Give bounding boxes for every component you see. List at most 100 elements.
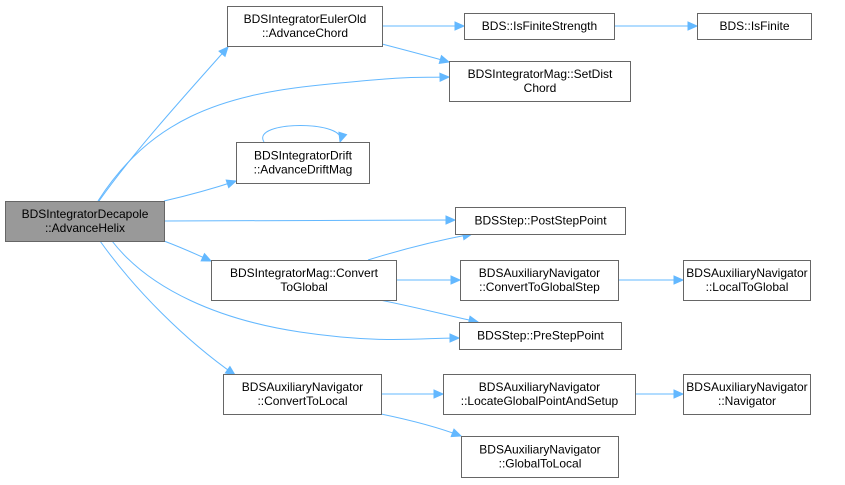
arrowhead [200,252,213,262]
node-label-line: BDSAuxiliaryNavigator [479,443,600,457]
nodes-layer: BDSIntegratorDecapole::AdvanceHelixBDSIn… [5,6,812,478]
node-auxconverttoglobalstep[interactable]: BDSAuxiliaryNavigator::ConvertToGlobalSt… [460,260,619,301]
node-box [683,374,811,415]
edge-drift-to-drift [262,125,348,144]
edge-eulerold-to-isfinitestrength [382,21,466,31]
node-label-line: BDSAuxiliaryNavigator [686,380,807,394]
node-label-line: ::GlobalToLocal [499,457,582,471]
arrowhead [218,46,229,58]
node-label-line: BDSAuxiliaryNavigator [686,266,807,280]
node-label-line: BDS::IsFinite [719,19,789,33]
node-poststep[interactable]: BDSStep::PostStepPoint [455,207,626,235]
node-box [464,13,615,40]
arrowhead [450,428,463,438]
node-label-line: BDSIntegratorDrift [254,149,353,163]
edge-line [262,125,341,143]
arrowhead [338,131,348,144]
edge-line [111,240,460,340]
node-label-line: BDSStep::PreStepPoint [477,329,604,343]
edge-line [97,76,450,202]
node-box [236,142,370,184]
arrowhead [445,215,457,225]
edge-line [379,299,479,323]
node-label-line: BDSStep::PostStepPoint [474,214,607,228]
node-label-line: BDSIntegratorMag::Convert [230,266,379,280]
arrowhead [439,72,451,82]
node-label-line: ::LocalToGlobal [706,280,789,294]
node-label-line: ::AdvanceChord [262,26,348,40]
edge-line [163,180,237,202]
edge-decapole-to-drift [163,179,238,202]
node-label-line: ToGlobal [280,280,327,294]
edges-layer [97,21,699,438]
node-auxglobaltolocal[interactable]: BDSAuxiliaryNavigator::GlobalToLocal [461,436,619,478]
node-isfinitestrength[interactable]: BDS::IsFiniteStrength [464,13,615,40]
edge-decapole-to-converttoglobal [163,240,213,262]
node-label-line: ::LocateGlobalPointAndSetup [461,394,619,408]
node-box [223,374,382,415]
edge-auxconverttoglobalstep-to-auxlocaltoglobal [618,275,685,285]
node-box [5,201,165,242]
arrowhead [673,275,685,285]
node-isfinite[interactable]: BDS::IsFinite [697,13,812,40]
edge-line [98,46,229,202]
edge-line [367,233,473,261]
edge-converttoglobal-to-poststep [367,231,474,261]
node-auxconverttolocal[interactable]: BDSAuxiliaryNavigator::ConvertToLocal [223,374,382,415]
node-box [697,13,812,40]
edge-line [380,413,462,437]
node-auxnavigator[interactable]: BDSAuxiliaryNavigator::Navigator [683,374,811,415]
node-label-line: Chord [524,81,557,95]
node-prestep[interactable]: BDSStep::PreStepPoint [459,322,622,350]
node-box [683,260,811,301]
arrowhead [449,333,461,343]
node-box [459,322,622,350]
node-label-line: BDSIntegratorDecapole [22,207,149,221]
node-label-line: ::AdvanceDriftMag [254,163,353,177]
edge-auxconverttolocal-to-auxlocate [381,389,445,399]
node-box [443,374,636,415]
arrowhead [673,389,685,399]
node-box [460,260,619,301]
edge-converttoglobal-to-auxconverttoglobalstep [396,275,462,285]
edge-eulerold-to-setdistchord [381,43,451,64]
edge-decapole-to-prestep [111,240,461,343]
node-auxlocate[interactable]: BDSAuxiliaryNavigator::LocateGlobalPoint… [443,374,636,415]
node-box [461,436,619,478]
arrowhead [224,365,237,376]
edge-converttoglobal-to-prestep [379,299,480,325]
node-box [455,207,626,235]
edge-line [99,240,236,376]
arrowhead [450,275,462,285]
arrowhead [454,21,466,31]
node-decapole[interactable]: BDSIntegratorDecapole::AdvanceHelix [5,201,165,242]
node-label-line: BDSIntegratorEulerOld [244,12,367,26]
node-box [227,6,383,47]
edge-auxlocate-to-auxnavigator [635,389,685,399]
node-drift[interactable]: BDSIntegratorDrift::AdvanceDriftMag [236,142,370,184]
node-converttoglobal[interactable]: BDSIntegratorMag::ConvertToGlobal [211,260,397,301]
node-label-line: BDSAuxiliaryNavigator [242,380,363,394]
arrowhead [687,21,699,31]
node-label-line: BDSAuxiliaryNavigator [479,380,600,394]
node-box [449,61,631,102]
edge-decapole-to-poststep [163,215,457,225]
node-label-line: BDSAuxiliaryNavigator [479,266,600,280]
node-label-line: ::ConvertToGlobalStep [479,280,600,294]
node-label-line: BDSIntegratorMag::SetDist [468,67,613,81]
edge-auxconverttolocal-to-auxglobaltolocal [380,413,463,438]
node-box [211,260,397,301]
node-eulerold[interactable]: BDSIntegratorEulerOld::AdvanceChord [227,6,383,47]
node-label-line: ::ConvertToLocal [257,394,347,408]
edge-isfinitestrength-to-isfinite [614,21,699,31]
edge-decapole-to-eulerold [98,46,229,202]
edge-line [163,219,456,222]
node-label-line: ::Navigator [718,394,776,408]
edge-line [381,43,450,63]
node-auxlocaltoglobal[interactable]: BDSAuxiliaryNavigator::LocalToGlobal [683,260,811,301]
node-label-line: BDS::IsFiniteStrength [482,19,597,33]
arrowhead [433,389,445,399]
edge-decapole-to-setdistchord [97,72,451,202]
